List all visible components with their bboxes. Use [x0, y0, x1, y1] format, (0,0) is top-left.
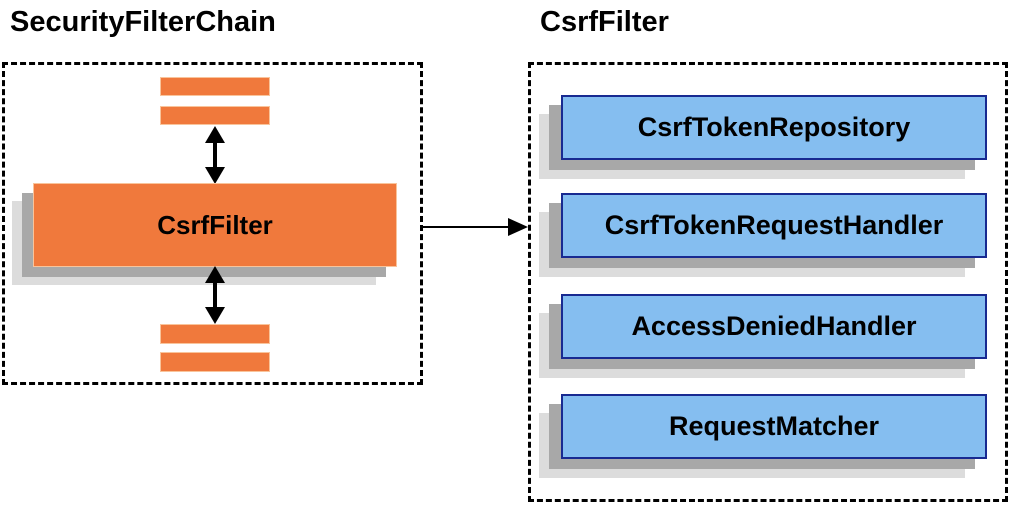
right-panel-title: CsrfFilter [540, 6, 669, 38]
component-box-csrf-token-request-handler: CsrfTokenRequestHandler [561, 193, 987, 258]
filter-chain-bar [160, 324, 270, 344]
filter-chain-bar [160, 106, 270, 125]
right-arrow-icon [423, 218, 528, 236]
component-label: CsrfTokenRequestHandler [604, 210, 944, 240]
component-label: CsrfTokenRepository [637, 112, 911, 142]
csrf-filter-box: CsrfFilter [33, 183, 397, 267]
left-panel-title: SecurityFilterChain [10, 6, 276, 38]
filter-chain-bar [160, 77, 270, 96]
component-box-access-denied-handler: AccessDeniedHandler [561, 294, 987, 359]
component-box-csrf-token-repository: CsrfTokenRepository [561, 95, 987, 160]
csrf-filter-container [528, 62, 1008, 502]
component-box-request-matcher: RequestMatcher [561, 394, 987, 459]
double-arrow-icon [205, 266, 225, 324]
security-filter-chain-container [2, 62, 423, 385]
filter-chain-bar [160, 352, 270, 372]
csrf-filter-box-label: CsrfFilter [157, 209, 273, 240]
component-label: RequestMatcher [668, 411, 880, 441]
component-label: AccessDeniedHandler [631, 311, 917, 341]
double-arrow-icon [205, 126, 225, 184]
